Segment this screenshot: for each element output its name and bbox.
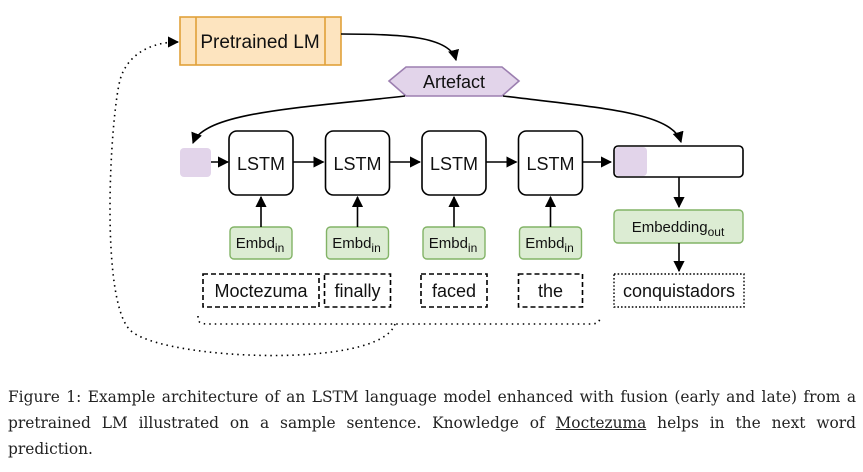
- svg-text:Embdin: Embdin: [236, 235, 285, 255]
- embedding-out-label: Embedding: [632, 219, 708, 236]
- caption-underlined-term: Moctezuma: [555, 414, 647, 432]
- lstm-cell: LSTM: [517, 130, 584, 196]
- embedding-in-subscript: in: [371, 241, 380, 255]
- artefact-label: Artefact: [423, 72, 485, 92]
- embedding-in-label: Embd: [236, 235, 275, 252]
- input-word-label: faced: [432, 281, 476, 301]
- input-word-box: the: [517, 273, 584, 308]
- output-word-label: conquistadors: [623, 281, 735, 301]
- lstm-cell: LSTM: [324, 130, 391, 196]
- svg-text:Embdin: Embdin: [332, 235, 381, 255]
- context-feedback-arrow: [109, 36, 396, 357]
- embedding-in-label: Embd: [525, 235, 564, 252]
- artefact-node: Artefact: [387, 66, 521, 97]
- embedding-in-subscript: in: [275, 241, 284, 255]
- svg-text:Embeddingout: Embeddingout: [632, 219, 725, 239]
- input-word-label: finally: [334, 281, 380, 301]
- embedding-in-box: Embdin: [325, 226, 390, 260]
- pretrained-lm-box: Pretrained LM: [179, 16, 342, 66]
- input-word-label: the: [538, 281, 563, 301]
- embedding-in-label: Embd: [429, 235, 468, 252]
- svg-text:Embdin: Embdin: [525, 235, 574, 255]
- embedding-in-box: Embdin: [229, 226, 293, 260]
- input-word-label: Moctezuma: [214, 281, 308, 301]
- figure-caption: Figure 1: Example architecture of an LST…: [8, 384, 856, 462]
- lstm-cell: LSTM: [228, 130, 294, 196]
- svg-text:Embdin: Embdin: [429, 235, 478, 255]
- embedding-out-subscript: out: [708, 225, 725, 239]
- pretrained-lm-label: Pretrained LM: [200, 32, 319, 53]
- input-word-box: finally: [323, 273, 392, 308]
- early-fusion-state: [180, 148, 211, 177]
- input-word-box: Moctezuma: [202, 273, 320, 308]
- pretrained-to-artefact-arrow: [340, 33, 459, 62]
- artefact-to-early-fusion-arrow: [191, 95, 406, 145]
- output-word-box: conquistadors: [613, 273, 745, 308]
- lstm-chain: LSTMEmbdinMoctezumaLSTMEmbdinfinallyLSTM…: [202, 130, 613, 308]
- embedding-in-box: Embdin: [518, 226, 583, 260]
- late-fusion-state: [615, 147, 647, 176]
- lstm-label: LSTM: [430, 154, 478, 174]
- input-word-box: faced: [420, 273, 488, 308]
- input-context-bracket: [197, 315, 601, 325]
- lstm-label: LSTM: [237, 154, 285, 174]
- caption-text-end: helps in the next word prediction.: [8, 414, 856, 458]
- embedding-in-subscript: in: [468, 241, 477, 255]
- embedding-in-box: Embdin: [422, 226, 486, 260]
- embedding-in-subscript: in: [564, 241, 573, 255]
- caption-text: Figure 1: Example architecture of an LST…: [8, 388, 856, 432]
- lstm-label: LSTM: [526, 154, 574, 174]
- artefact-to-late-fusion-arrow: [502, 95, 684, 144]
- embedding-in-label: Embd: [332, 235, 371, 252]
- embedding-out-box: Embeddingout: [613, 209, 744, 244]
- lstm-label: LSTM: [333, 154, 381, 174]
- lstm-cell: LSTM: [421, 130, 487, 196]
